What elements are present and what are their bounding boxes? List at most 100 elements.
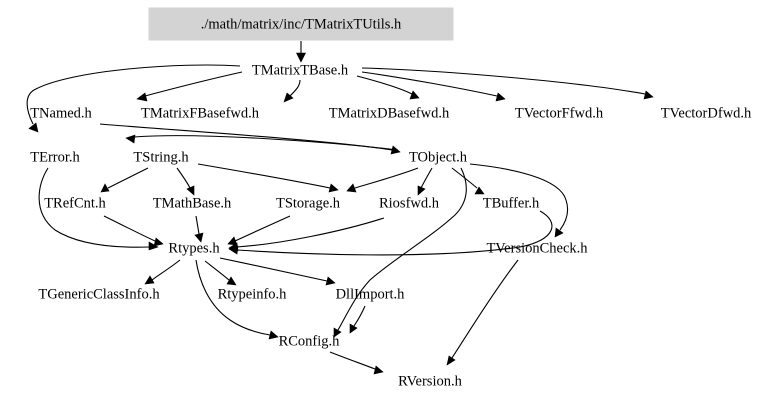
- edge-line: [361, 71, 498, 97]
- arrowhead-icon: [227, 236, 238, 246]
- arrowhead-icon: [409, 90, 420, 100]
- edge-line: [204, 260, 230, 281]
- edge-line: [469, 163, 569, 231]
- node-tnamed[interactable]: TNamed.h: [30, 105, 92, 121]
- arrowhead-icon: [296, 52, 306, 63]
- edge-trefcnt-to-rtypes: [103, 215, 164, 247]
- node-label: RVersion.h: [398, 373, 462, 389]
- edge-tobject-to-rconfig: [333, 167, 467, 338]
- edge-tobject-to-tversioncheck: [469, 163, 569, 238]
- arrowhead-icon: [153, 237, 164, 247]
- node-label: TMathBase.h: [153, 195, 232, 211]
- edge-tmatrixtbase-to-tobject: [356, 75, 420, 100]
- node-box: [148, 7, 454, 41]
- node-label: TNamed.h: [30, 105, 92, 121]
- node-rtypeinfo[interactable]: Rtypeinfo.h: [218, 286, 288, 302]
- edge-rconfig-to-rversion: [329, 351, 384, 375]
- node-tvectorffwd[interactable]: TVectorFfwd.h: [515, 105, 604, 121]
- arrowhead-icon: [333, 327, 342, 338]
- node-tmathbase[interactable]: TMathBase.h: [153, 195, 232, 211]
- edge-root-to-tmatrixtbase: [296, 41, 306, 63]
- edge-line: [195, 215, 200, 235]
- arrowhead-icon: [125, 134, 136, 144]
- edge-rtypes-to-tgenericclassinfo: [144, 259, 181, 285]
- node-tmatrixfbasefwd[interactable]: TMatrixFBasefwd.h: [141, 105, 260, 121]
- arrowhead-icon: [346, 183, 357, 193]
- arrowhead-icon: [228, 245, 239, 255]
- node-label: TVectorDfwd.h: [661, 105, 752, 121]
- node-dllimport[interactable]: DllImport.h: [336, 286, 406, 302]
- node-label: TError.h: [30, 149, 80, 165]
- edge-tobject-to-riosfwd: [417, 167, 433, 196]
- node-tbuffer[interactable]: TBuffer.h: [483, 195, 540, 211]
- node-rversion[interactable]: RVersion.h: [398, 373, 462, 389]
- node-label: TString.h: [133, 149, 189, 165]
- node-tgenericclassinfo[interactable]: TGenericClassInfo.h: [38, 286, 160, 302]
- node-tversioncheck[interactable]: TVersionCheck.h: [486, 240, 588, 256]
- edge-line: [197, 163, 331, 189]
- edge-tstring-to-tmathbase: [176, 167, 195, 196]
- edge-tstorage-to-rtypes: [227, 215, 291, 246]
- edge-line: [236, 217, 385, 248]
- node-label: Rtypes.h: [168, 240, 220, 256]
- node-label: TBuffer.h: [483, 195, 540, 211]
- arrowhead-icon: [643, 90, 654, 100]
- edge-dllimport-to-rconfig: [349, 305, 366, 334]
- edge-tversioncheck-to-rversion: [446, 259, 519, 366]
- node-terror[interactable]: TError.h: [30, 149, 80, 165]
- arrowhead-icon: [325, 276, 336, 286]
- node-tvectordfwd[interactable]: TVectorDfwd.h: [661, 105, 752, 121]
- edge-tstring-to-trefcnt: [100, 167, 149, 193]
- node-tmatrixdbasefwd[interactable]: TMatrixDBasefwd.h: [329, 105, 450, 121]
- arrowhead-icon: [226, 276, 237, 286]
- node-tobject[interactable]: TObject.h: [409, 149, 468, 165]
- edge-terror-to-rtypes: [38, 167, 159, 251]
- edge-line: [234, 215, 291, 242]
- edge-line: [420, 167, 433, 189]
- arrowhead-icon: [283, 92, 294, 103]
- edge-line: [144, 71, 243, 97]
- node-root[interactable]: ./math/matrix/inc/TMatrixTUtils.h: [148, 7, 454, 41]
- edge-line: [353, 305, 366, 327]
- node-label: Rtypeinfo.h: [218, 286, 288, 302]
- node-tmatrixtbase[interactable]: TMatrixTBase.h: [252, 62, 349, 78]
- arrowhead-icon: [144, 275, 155, 285]
- edge-rtypes-to-rconfig: [195, 259, 279, 340]
- node-label: TVectorFfwd.h: [515, 105, 604, 121]
- node-label: TRefCnt.h: [44, 195, 106, 211]
- node-tstring[interactable]: TString.h: [133, 149, 189, 165]
- edge-line: [219, 257, 328, 282]
- node-label: TMatrixDBasefwd.h: [329, 105, 450, 121]
- edge-line: [329, 351, 376, 370]
- edge-line: [103, 215, 156, 242]
- node-rtypes[interactable]: Rtypes.h: [168, 240, 220, 256]
- arrowhead-icon: [328, 183, 339, 193]
- edge-rtypes-to-rtypeinfo: [204, 260, 237, 286]
- edge-tmatrixtbase-to-tmatrixfbasefwd: [136, 71, 243, 102]
- arrowhead-icon: [186, 185, 195, 196]
- edge-line: [451, 259, 519, 359]
- edge-tobject-to-tstring: [125, 134, 399, 151]
- node-rconfig[interactable]: RConfig.h: [279, 333, 341, 349]
- edges-layer: [26, 41, 654, 375]
- edge-tmatrixtbase-to-tnamed: [26, 64, 241, 133]
- arrowhead-icon: [136, 92, 148, 102]
- node-label: TObject.h: [409, 149, 468, 165]
- node-label: TGenericClassInfo.h: [38, 286, 160, 302]
- edge-tobject-to-tstorage: [346, 167, 419, 193]
- edge-line: [107, 167, 149, 189]
- edge-line: [176, 167, 191, 189]
- edge-tmathbase-to-rtypes: [194, 215, 204, 243]
- edge-line: [26, 64, 241, 125]
- arrowhead-icon: [495, 92, 506, 102]
- edge-tstring-to-tstorage: [197, 163, 339, 193]
- edge-tmatrixtbase-to-tmatrixdbasefwd: [283, 79, 301, 103]
- node-tstorage[interactable]: TStorage.h: [276, 195, 341, 211]
- node-trefcnt[interactable]: TRefCnt.h: [44, 195, 106, 211]
- nodes-layer: ./math/matrix/inc/TMatrixTUtils.hTMatrix…: [30, 7, 752, 389]
- node-riosfwd[interactable]: Riosfwd.h: [379, 195, 440, 211]
- edge-line: [361, 67, 646, 95]
- node-label: TMatrixFBasefwd.h: [141, 105, 260, 121]
- edge-line: [354, 167, 419, 189]
